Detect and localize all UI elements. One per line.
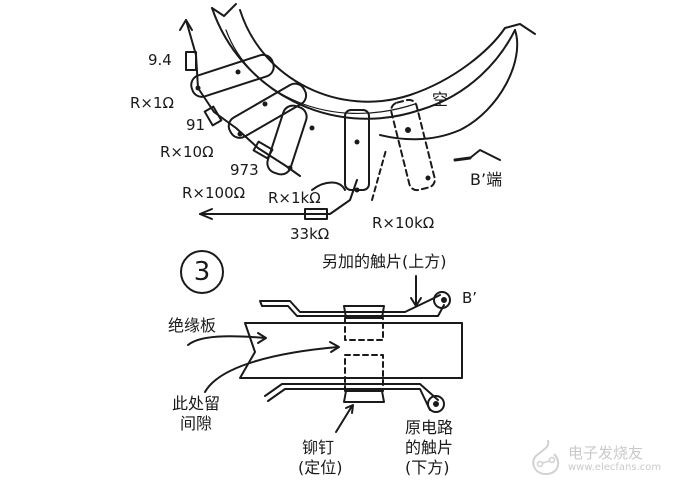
contact-tab-rx10 <box>227 82 308 139</box>
label-resistor-91: 91 <box>186 116 206 134</box>
resistor-9-4 <box>185 51 197 71</box>
step-number-badge: 3 <box>180 250 224 294</box>
contact-tab-rx1 <box>190 53 275 98</box>
label-orig-contact-line1: 原电路 <box>405 418 454 437</box>
label-resistor-9-4: 9.4 <box>148 51 172 69</box>
contact-tab-rx100 <box>266 104 308 176</box>
rivet-bottom <box>343 390 385 403</box>
switch-arc-midline <box>225 29 416 114</box>
label-gap-line1: 此处留 <box>172 394 221 413</box>
label-gap-line2: 间隙 <box>180 414 213 433</box>
label-insulating-board: 绝缘板 <box>168 316 217 335</box>
arrow-insulating <box>187 335 266 346</box>
label-range-rx10k: R×10kΩ <box>372 214 435 232</box>
label-orig-contact-line2: 的触片 <box>405 438 454 457</box>
label-added-contact: 另加的触片(上方) <box>322 252 447 271</box>
label-orig-contact-line3: (下方) <box>405 458 450 477</box>
label-resistor-973: 973 <box>230 161 259 179</box>
added-contact-strip <box>259 294 445 317</box>
label-range-rx10: R×10Ω <box>160 143 214 161</box>
watermark: 电子发烧友 www.elecfans.com <box>528 438 668 482</box>
contact-tab-rx10k <box>390 98 436 192</box>
label-b-prime-end: B’端 <box>470 170 503 189</box>
watermark-logo-icon <box>532 439 560 476</box>
resistor-91 <box>203 105 223 127</box>
arrow-rivet <box>335 405 353 433</box>
label-range-rx1k: R×1kΩ <box>268 189 321 207</box>
label-range-rx100: R×100Ω <box>182 184 246 202</box>
arrow-gap <box>204 346 339 393</box>
resistor-973 <box>252 140 274 160</box>
insulating-board <box>239 322 463 379</box>
watermark-title: 电子发烧友 <box>568 444 644 462</box>
watermark-url: www.elecfans.com <box>568 462 662 473</box>
resistor-33k <box>304 208 328 220</box>
label-range-rx1: R×1Ω <box>130 94 174 112</box>
label-rivet-line1: 铆钉 <box>302 438 335 457</box>
original-contact-strip <box>264 383 439 411</box>
label-resistor-33k: 33kΩ <box>290 225 330 243</box>
label-empty-position: 空 <box>432 90 449 109</box>
label-b-prime: B’ <box>462 289 478 307</box>
contact-tab-rx1k <box>344 109 370 191</box>
wire-33k <box>199 179 358 215</box>
label-rivet-line2: (定位) <box>298 458 343 477</box>
switch-arc-inner <box>239 9 506 103</box>
